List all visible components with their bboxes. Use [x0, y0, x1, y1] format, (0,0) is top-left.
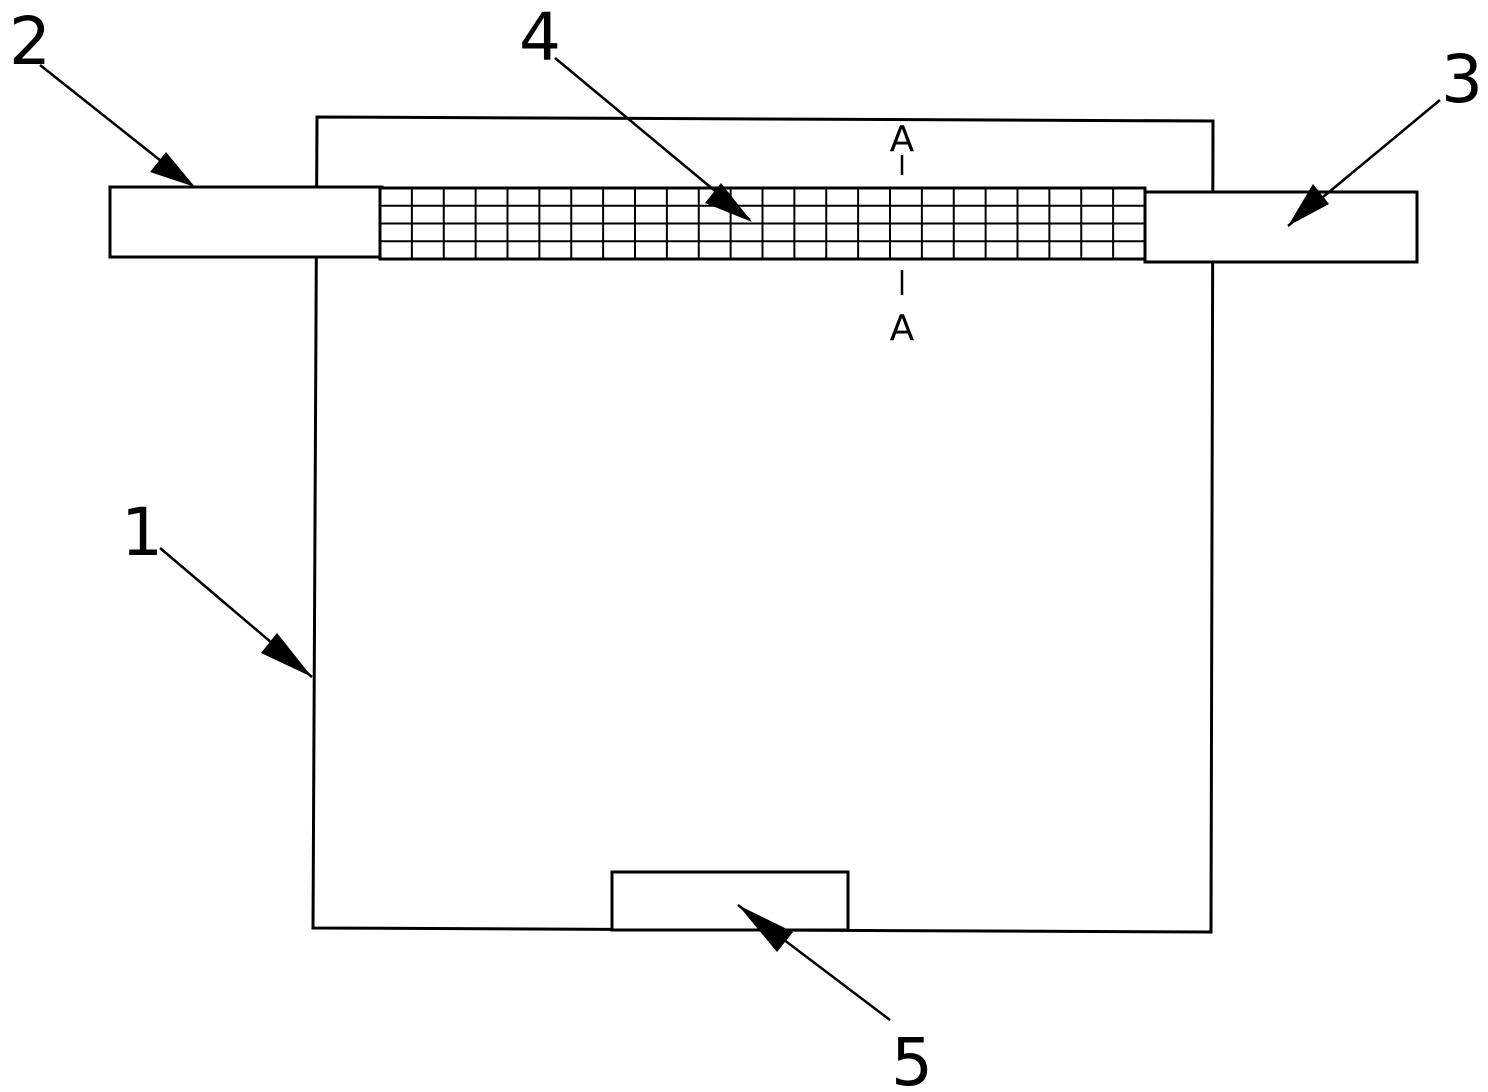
section-label-top: A — [890, 119, 915, 160]
mesh-grid-lines — [380, 188, 1145, 259]
left-bar — [108, 185, 384, 259]
ref-number-1: 1 — [121, 494, 163, 571]
ref-number-2: 2 — [9, 3, 51, 80]
leader-part-5 — [737, 904, 891, 1021]
mesh-section — [378, 186, 1147, 261]
right-bar — [1143, 190, 1419, 264]
ref-number-3: 3 — [1441, 41, 1483, 118]
leader-part-2 — [39, 64, 195, 187]
ref-number-4: 4 — [519, 0, 561, 76]
bottom-tab — [610, 870, 850, 932]
leader-part-1 — [159, 547, 313, 678]
leader-part-3 — [1287, 99, 1441, 227]
section-label-bottom: A — [890, 308, 915, 349]
main-body — [311, 115, 1215, 934]
ref-number-5: 5 — [891, 1024, 933, 1092]
section-line-a-a: A A — [890, 119, 915, 349]
leader-part-4 — [554, 57, 752, 222]
